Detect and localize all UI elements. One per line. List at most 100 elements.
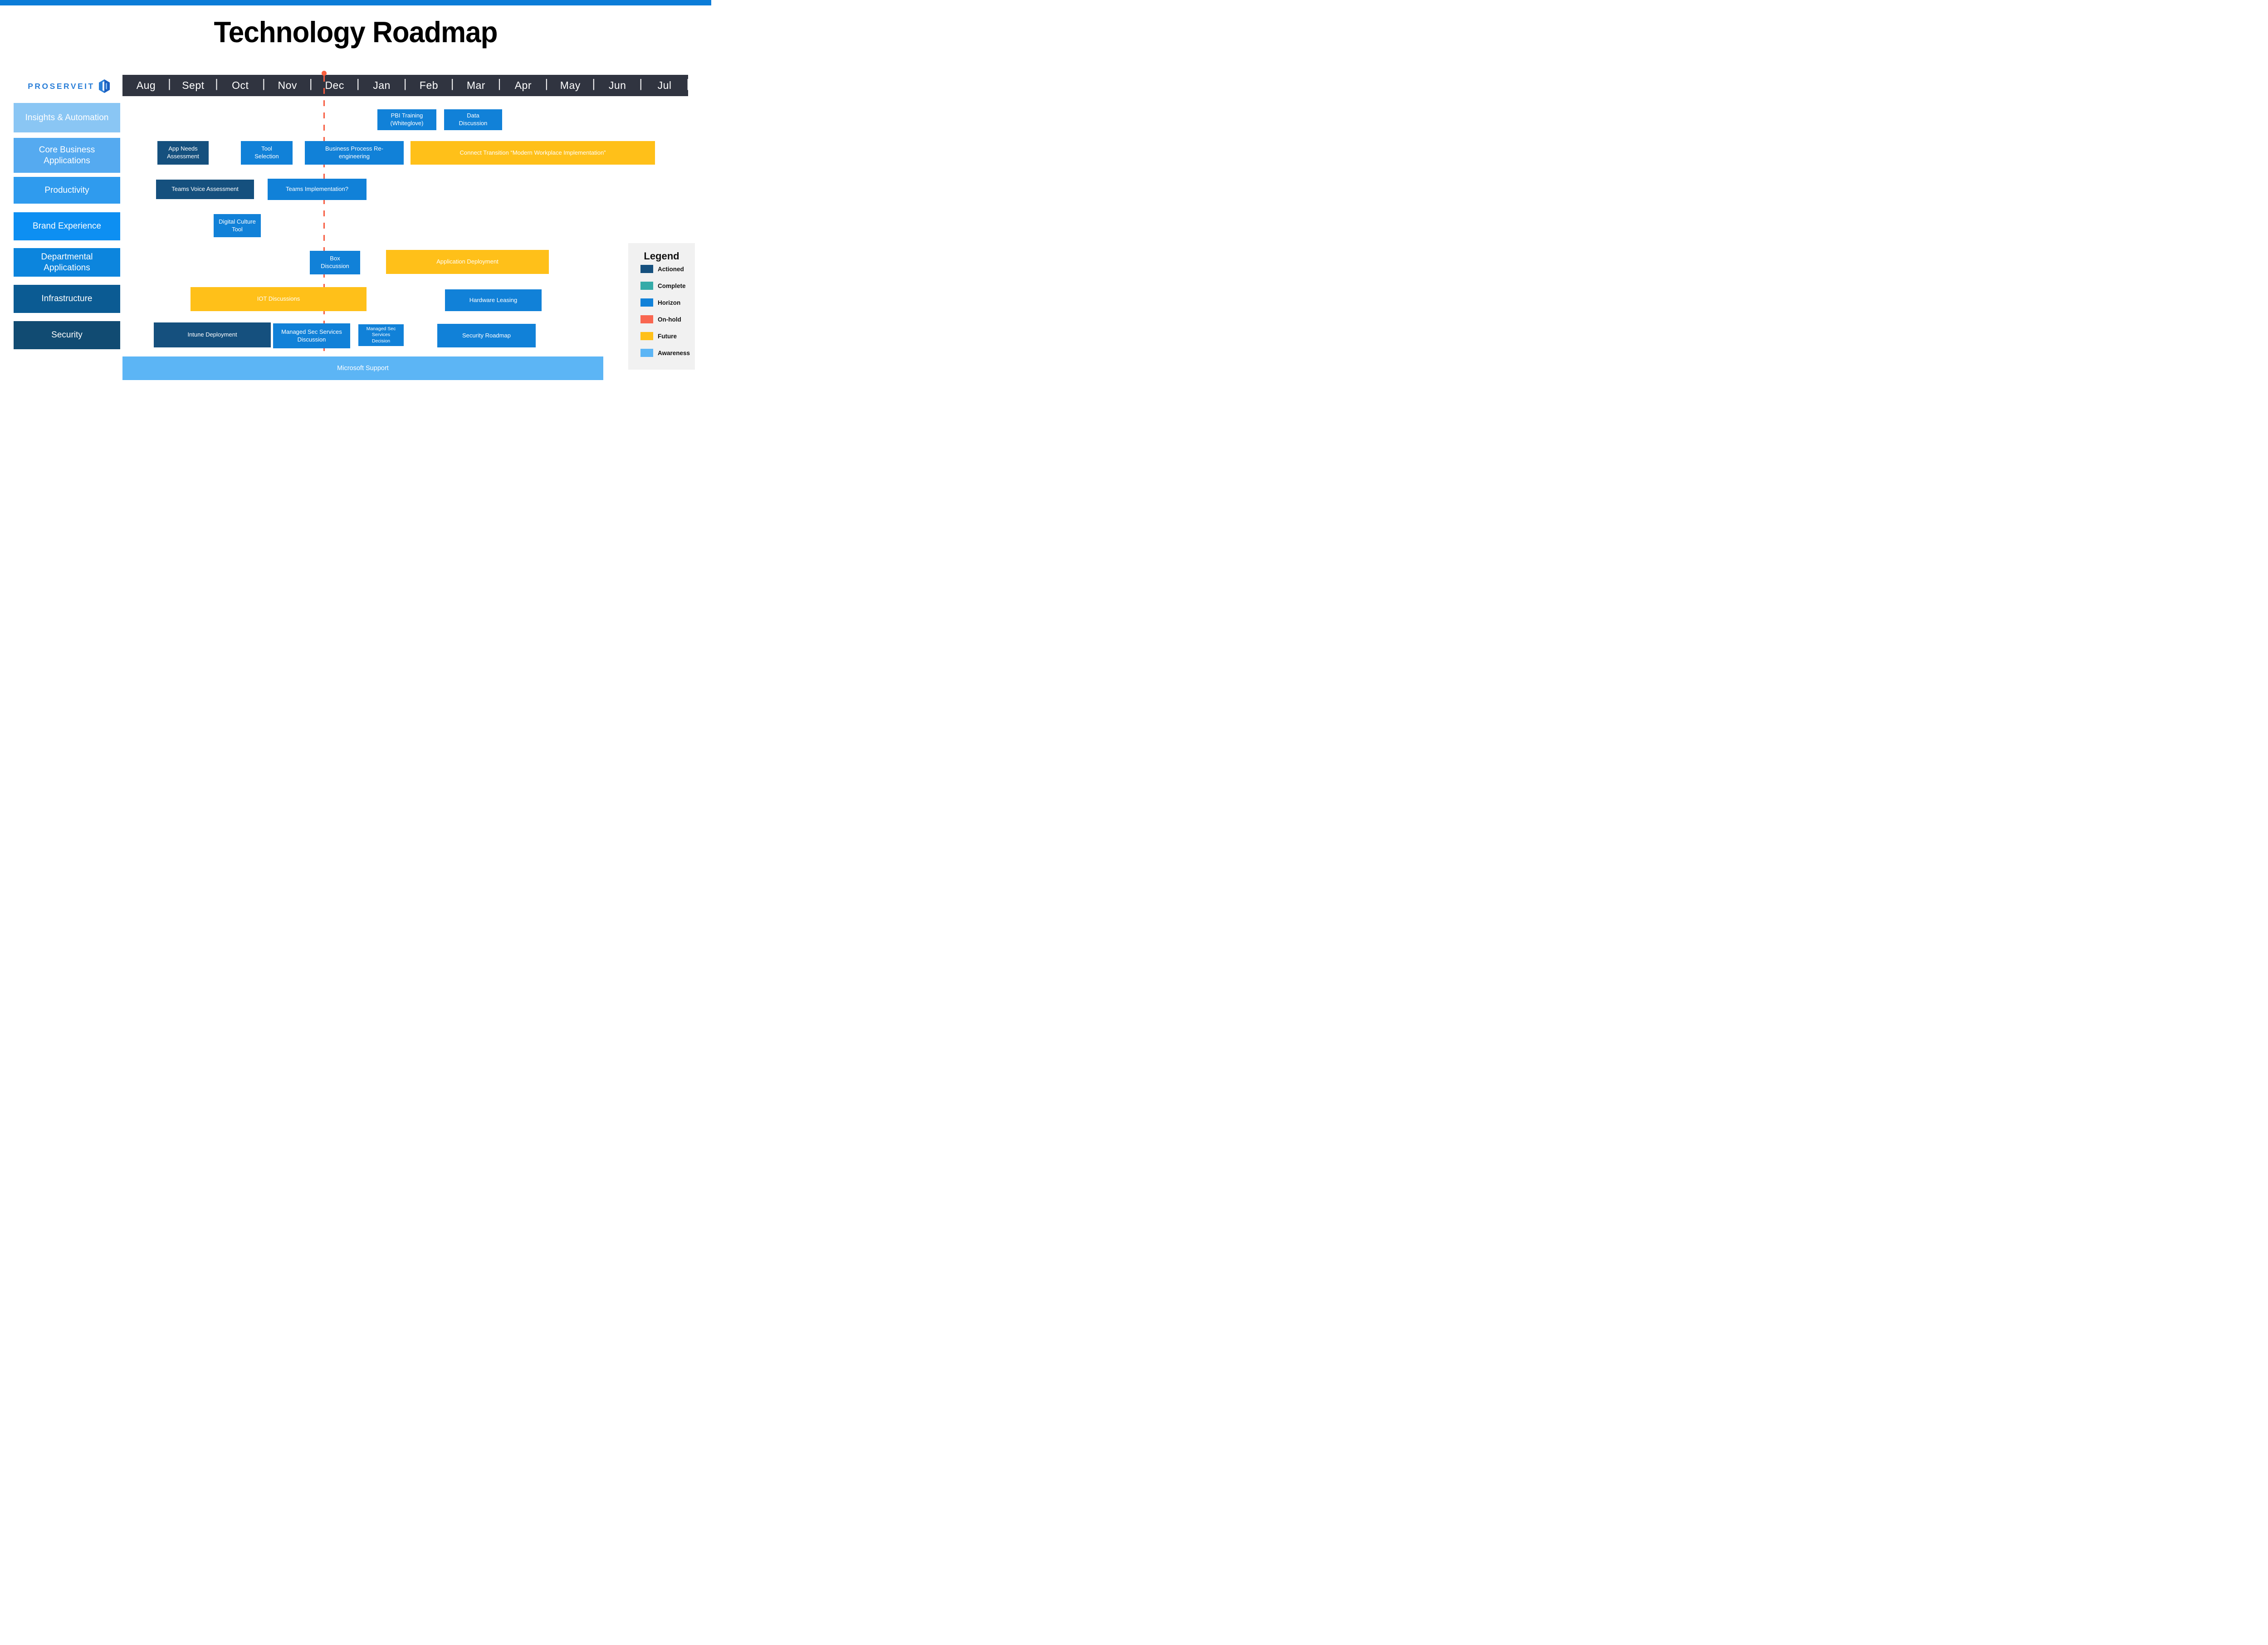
- month-cell: Nov |: [264, 75, 313, 96]
- month-label: Jul: [657, 79, 672, 91]
- task-bar-label: Application Deployment: [436, 258, 499, 265]
- month-label: May: [560, 79, 581, 91]
- task-bar-business-process-reengineering: Business Process Re-engineering: [305, 141, 404, 165]
- category-label: Infrastructure: [41, 294, 93, 304]
- category-core-business-applications: Core Business Applications: [14, 138, 120, 173]
- month-separator: |: [498, 77, 501, 90]
- month-separator: |: [262, 77, 265, 90]
- month-separator: |: [356, 77, 360, 90]
- category-brand-experience: Brand Experience: [14, 212, 120, 240]
- category-label: Insights & Automation: [25, 112, 109, 122]
- technology-roadmap-page: Technology Roadmap PROSERVEIT Aug | Sept |…: [0, 0, 711, 397]
- task-bar-label: Hardware Leasing: [469, 296, 518, 303]
- category-insights-automation: Insights & Automation: [14, 103, 120, 132]
- task-bar-data-discussion: Data Discussion: [444, 109, 502, 130]
- task-bar-label: Tool Selection: [254, 145, 279, 160]
- month-cell: Jan |: [358, 75, 406, 96]
- task-bar-label: Managed Sec Services Discussion: [281, 328, 342, 343]
- task-bar-teams-implementation: Teams Implementation?: [268, 179, 367, 200]
- month-label: Dec: [325, 79, 344, 91]
- task-bar-digital-culture-tool: Digital Culture Tool: [214, 214, 261, 237]
- category-label: Security: [51, 330, 83, 340]
- legend-swatch-complete: [640, 282, 653, 290]
- task-bar-label: Business Process Re-engineering: [325, 145, 383, 160]
- legend-label: Complete: [658, 282, 686, 289]
- legend-label: Actioned: [658, 265, 684, 273]
- category-security: Security: [14, 321, 120, 349]
- task-bar-label: Managed Sec Services Decision: [366, 326, 396, 344]
- task-bar-app-needs-assessment: App Needs Assessment: [157, 141, 209, 165]
- month-cell: Apr|: [499, 75, 548, 96]
- month-cell: Oct|: [217, 75, 265, 96]
- legend-panel: Legend Actioned Complete Horizon On-hold…: [628, 243, 695, 370]
- category-label: Brand Experience: [32, 221, 102, 231]
- legend-item-future: Future: [640, 332, 695, 340]
- month-cell: Feb |: [406, 75, 454, 96]
- legend-swatch-awareness: [640, 349, 653, 357]
- task-bar-application-deployment: Application Deployment: [386, 250, 549, 274]
- legend-item-actioned: Actioned: [640, 265, 695, 273]
- month-label: Jun: [608, 79, 626, 91]
- task-bar-managed-sec-services-discussion: Managed Sec Services Discussion: [273, 323, 350, 348]
- category-label: Departmental Applications: [41, 252, 93, 273]
- category-infrastructure: Infrastructure: [14, 285, 120, 313]
- task-bar-label: Digital Culture Tool: [219, 218, 256, 233]
- timeline-month-header: Aug | Sept | Oct| Nov | Dec | Jan | Feb | Mar|…: [122, 75, 690, 96]
- month-separator: |: [686, 77, 690, 90]
- task-bar-label: Intune Deployment: [187, 331, 237, 338]
- month-separator: |: [592, 77, 596, 90]
- task-bar-security-roadmap: Security Roadmap: [437, 324, 536, 347]
- current-date-dashed-line: [323, 76, 325, 357]
- top-accent-strip: [0, 0, 711, 5]
- legend-swatch-actioned: [640, 265, 653, 273]
- month-cell: Jul |: [641, 75, 690, 96]
- task-bar-hardware-leasing: Hardware Leasing: [445, 289, 542, 311]
- task-bar-label: Microsoft Support: [337, 364, 389, 372]
- month-label: Feb: [419, 79, 439, 91]
- legend-label: Horizon: [658, 299, 681, 306]
- month-cell: Mar|: [452, 75, 501, 96]
- task-bar-pbi-training: PBI Training (Whiteglove): [377, 109, 436, 130]
- proserveit-logo: PROSERVEIT: [16, 75, 122, 97]
- month-cell: Sept |: [170, 75, 218, 96]
- month-separator: |: [168, 77, 171, 90]
- month-separator: |: [403, 77, 407, 90]
- task-bar-label: Teams Implementation?: [285, 185, 348, 193]
- legend-item-on-hold: On-hold: [640, 315, 695, 323]
- proserveit-logo-icon: [98, 79, 110, 93]
- legend-title: Legend: [644, 250, 679, 262]
- legend-item-awareness: Awareness: [640, 349, 695, 357]
- month-separator: |: [450, 77, 454, 90]
- legend-swatch-future: [640, 332, 653, 340]
- task-bar-managed-sec-services-decision: Managed Sec Services Decision: [358, 324, 404, 346]
- task-bar-connect-transition: Connect Transition “Modern Workplace Imp…: [411, 141, 655, 165]
- task-bar-label: IOT Discussions: [257, 295, 300, 303]
- month-label: Nov: [278, 79, 297, 91]
- legend-item-complete: Complete: [640, 282, 695, 290]
- legend-item-horizon: Horizon: [640, 298, 695, 307]
- current-date-marker-dot: [322, 71, 327, 76]
- task-bar-box-discussion: Box Discussion: [310, 251, 360, 274]
- task-bar-label: Teams Voice Assessment: [171, 185, 239, 193]
- month-separator: |: [215, 77, 218, 90]
- legend-label: Future: [658, 332, 677, 340]
- task-bar-tool-selection: Tool Selection: [241, 141, 293, 165]
- month-label: Jan: [373, 79, 391, 91]
- month-separator: |: [545, 77, 548, 90]
- month-label: Sept: [182, 79, 205, 91]
- legend-swatch-on-hold: [640, 315, 653, 323]
- task-bar-teams-voice-assessment: Teams Voice Assessment: [156, 180, 254, 199]
- proserveit-logo-text: PROSERVEIT: [28, 81, 95, 91]
- legend-label: On-hold: [658, 316, 681, 323]
- task-bar-label: Data Discussion: [459, 112, 488, 127]
- month-cell: Dec |: [311, 75, 360, 96]
- task-bar-label: Security Roadmap: [462, 332, 511, 339]
- month-separator: |: [639, 77, 643, 90]
- task-bar-label: Box Discussion: [321, 255, 349, 269]
- category-productivity: Productivity: [14, 177, 120, 204]
- category-label: Productivity: [44, 185, 89, 195]
- category-departmental-applications: Departmental Applications: [14, 248, 120, 277]
- month-separator: |: [309, 77, 313, 90]
- month-label: Aug: [136, 79, 156, 91]
- page-title: Technology Roadmap: [214, 16, 498, 49]
